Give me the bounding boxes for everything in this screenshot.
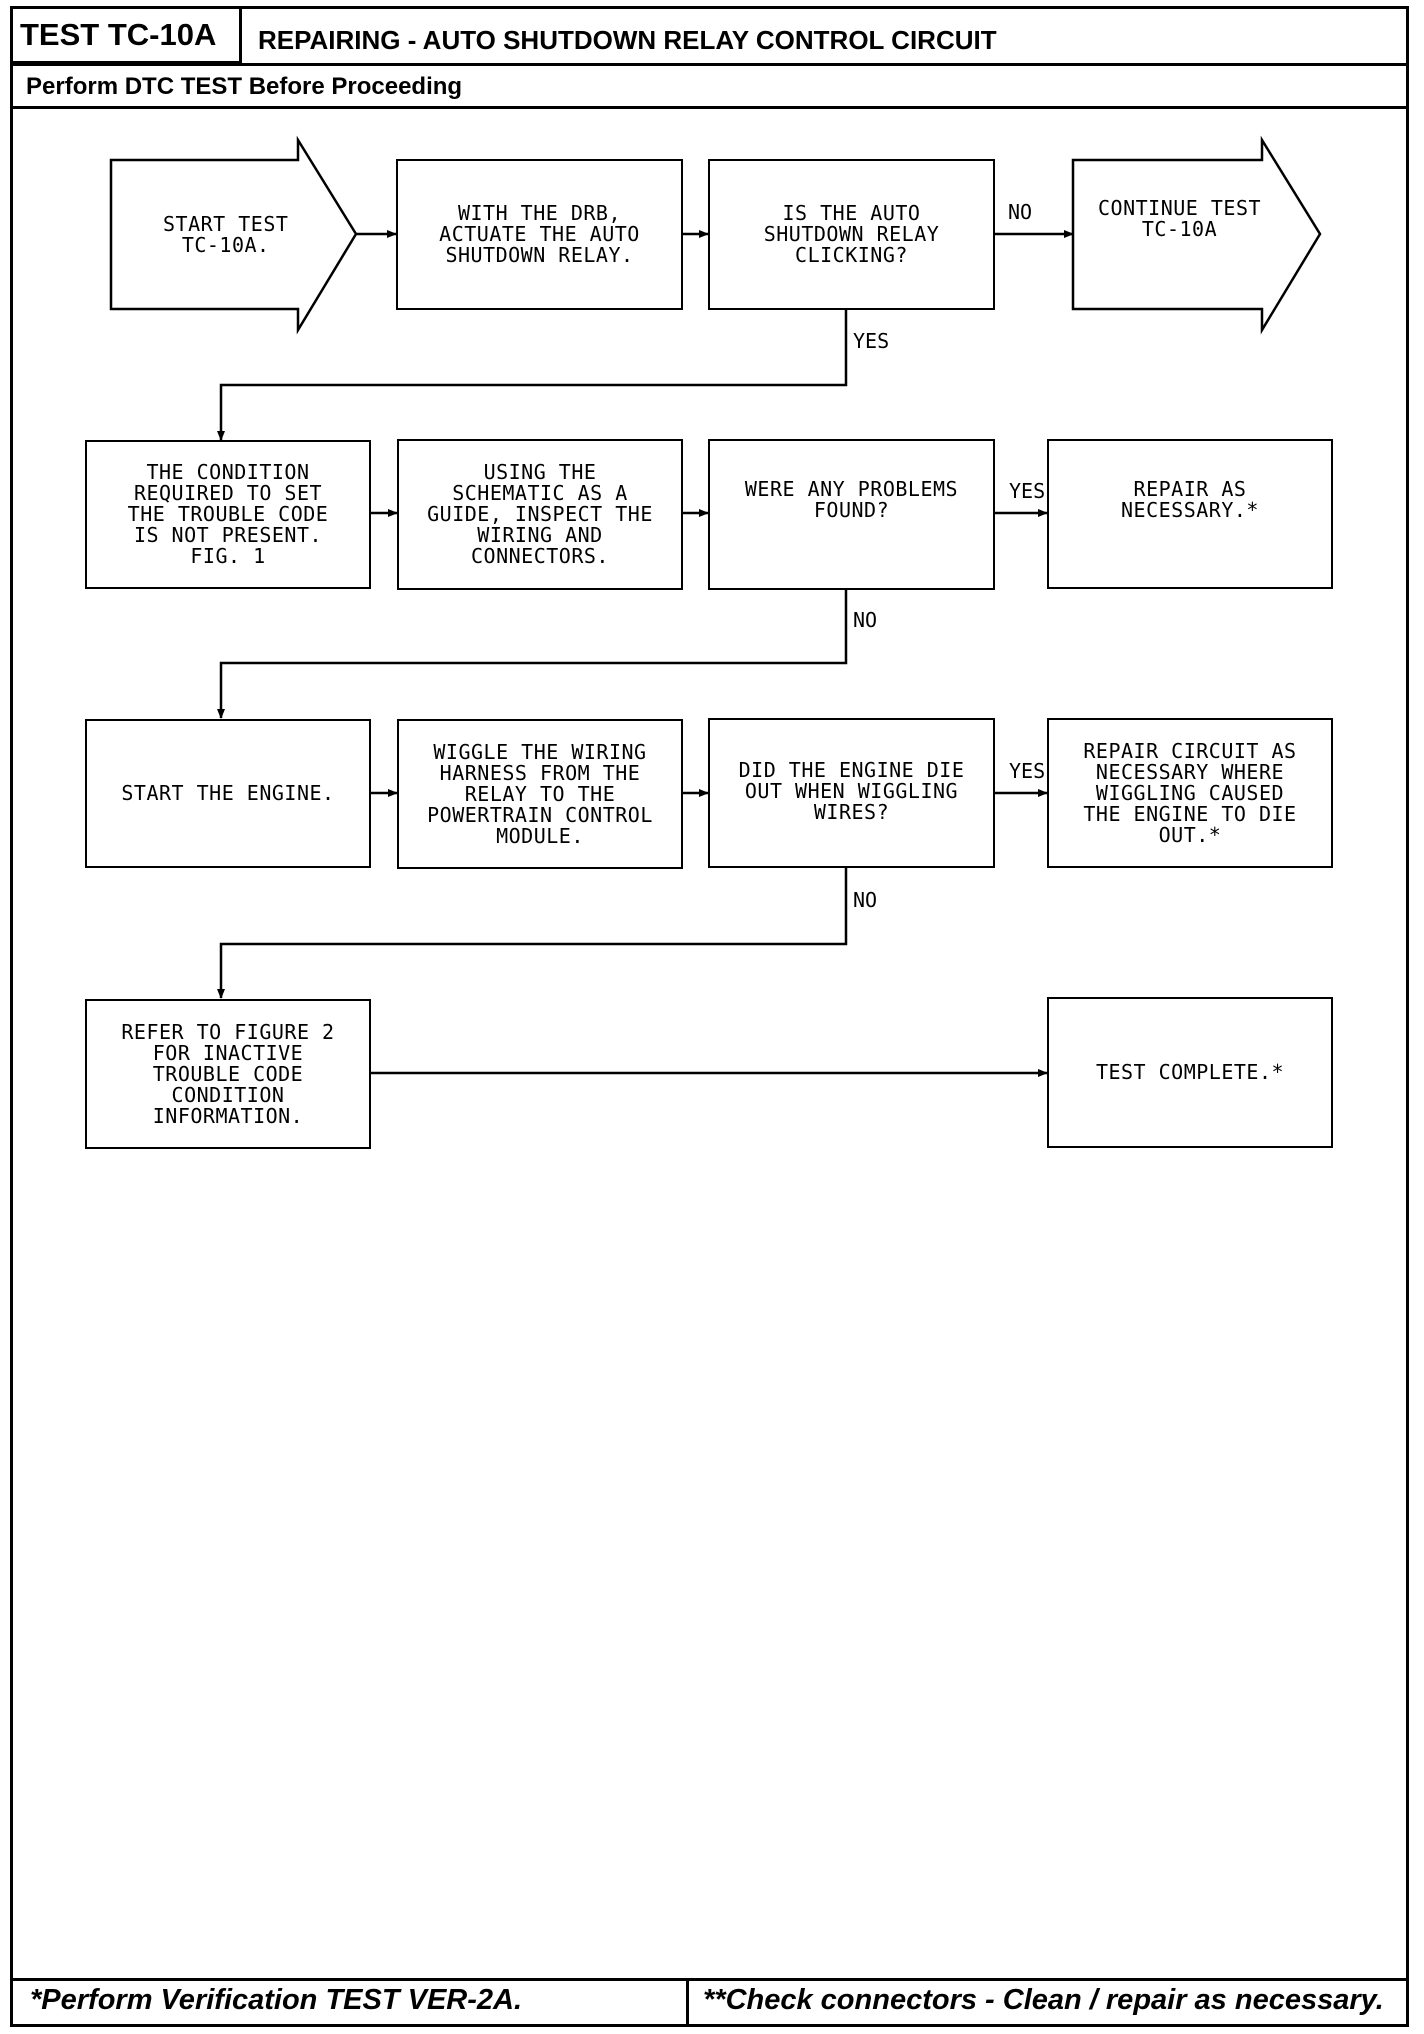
label-yes-die: YES <box>1009 759 1046 783</box>
label-no-problems: NO <box>853 608 878 632</box>
subtitle-divider <box>10 106 1409 109</box>
condition-not-present-box: THE CONDITION REQUIRED TO SET THE TROUBL… <box>85 440 371 589</box>
label-yes-clicking: YES <box>853 329 890 353</box>
test-id-box <box>10 6 242 64</box>
page-frame <box>10 6 1409 2027</box>
arrow-yes-to-condition <box>217 310 848 441</box>
start-arrow-shape <box>109 135 358 335</box>
start-engine-box: START THE ENGINE. <box>85 719 371 868</box>
continue-arrow-shape <box>1071 135 1322 335</box>
relay-clicking-question: IS THE AUTO SHUTDOWN RELAY CLICKING? <box>708 159 995 310</box>
start-test-text: START TEST TC-10A. <box>163 211 289 257</box>
footer-right-note: **Check connectors - Clean / repair as n… <box>703 1984 1384 2016</box>
page-title: REPAIRING - AUTO SHUTDOWN RELAY CONTROL … <box>258 25 997 55</box>
inspect-wiring-box: USING THE SCHEMATIC AS A GUIDE, INSPECT … <box>397 439 683 590</box>
footer-left-note: *Perform Verification TEST VER-2A. <box>30 1984 523 2016</box>
repair-as-necessary-box: REPAIR AS NECESSARY.* <box>1047 439 1333 589</box>
test-id: TEST TC-10A <box>20 17 217 52</box>
engine-die-question: DID THE ENGINE DIE OUT WHEN WIGGLING WIR… <box>708 718 995 868</box>
footer-divider <box>10 1978 1409 1981</box>
header-divider <box>10 63 1409 66</box>
arrow-no-to-refer <box>217 868 848 999</box>
start-test-node: START TEST TC-10A. <box>111 160 356 309</box>
wiggle-wiring-box: WIGGLE THE WIRING HARNESS FROM THE RELAY… <box>397 719 683 869</box>
label-no-clicking: NO <box>1008 200 1033 224</box>
test-complete-box: TEST COMPLETE.* <box>1047 997 1333 1148</box>
label-yes-problems: YES <box>1009 479 1046 503</box>
page-subtitle: Perform DTC TEST Before Proceeding <box>26 73 463 100</box>
label-no-die: NO <box>853 888 878 912</box>
problems-found-question: WERE ANY PROBLEMS FOUND? <box>708 439 995 590</box>
actuate-relay-box: WITH THE DRB, ACTUATE THE AUTO SHUTDOWN … <box>396 159 683 310</box>
refer-figure-box: REFER TO FIGURE 2 FOR INACTIVE TROUBLE C… <box>85 999 371 1149</box>
continue-test-node: CONTINUE TEST TC-10A <box>1098 196 1262 241</box>
repair-circuit-box: REPAIR CIRCUIT AS NECESSARY WHERE WIGGLI… <box>1047 718 1333 868</box>
arrow-no-to-start-engine <box>217 590 848 719</box>
footer-separator <box>686 1978 689 2027</box>
